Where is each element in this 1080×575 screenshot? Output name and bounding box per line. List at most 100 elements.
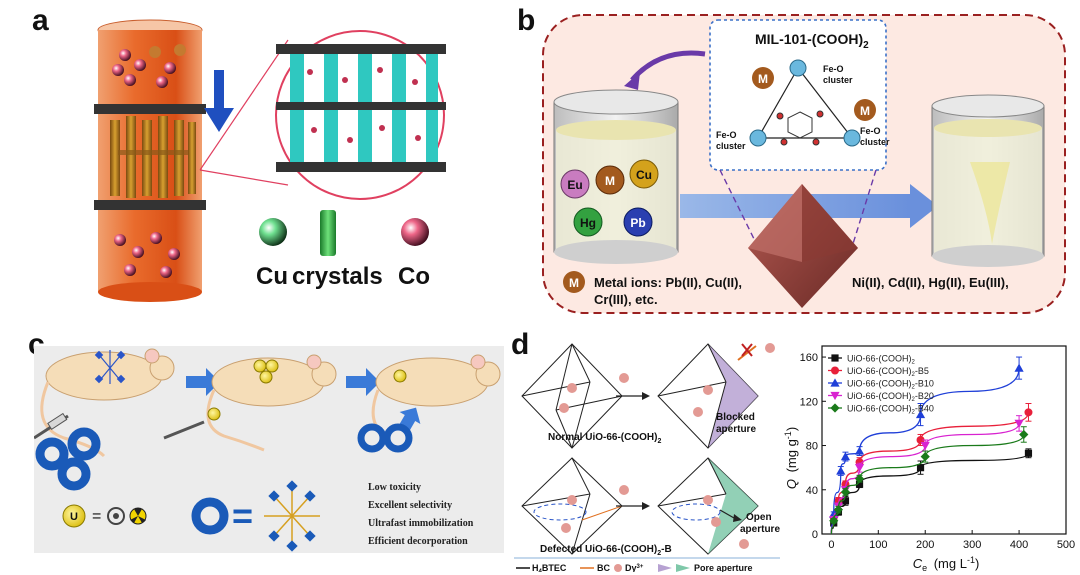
block-cross-icon [741,343,753,357]
feature-item: Excellent selectivity [368,500,452,511]
schematic-legend: H4BTEC BC Dy3+ Pore aperture [516,563,753,572]
svg-text:Pb: Pb [630,216,645,230]
beaker-after [931,94,1045,267]
metal-ion-cu: Cu [629,159,659,189]
carrier-rings [35,427,101,491]
y-axis-label: Q (mg g-1) [783,427,799,489]
panel-label-b: b [517,4,536,37]
feature-item: Ultrafast immobilization [368,518,474,529]
mouse-2 [163,354,337,452]
svg-text:M: M [860,104,870,118]
data-point [855,480,864,488]
plot-frame [821,345,1067,535]
svg-text:Hg: Hg [580,216,596,230]
crystal-cylinder-icon [320,210,336,256]
cu-sphere-icon [259,218,287,246]
legend-co-label: Co [398,263,430,290]
data-point [1014,419,1024,429]
panel-label-d: d [511,328,530,361]
octahedron-blocked [657,343,775,449]
data-point [854,446,865,455]
series-line [830,412,1030,535]
svg-text:Pore aperture: Pore aperture [694,563,753,572]
metal-ion-legend: M Metal ions: Pb(II), Cu(II),Cr(III), et… [563,271,1009,307]
data-point [833,505,844,515]
data-point [840,487,851,497]
chart-legend: UiO-66-(COOH)2UiO-66-(COOH)2-B5UiO-66-(C… [828,354,934,416]
legend-entry: UiO-66-(COOH)2-B20 [847,391,934,403]
legend-marker [830,378,840,387]
mof-title: MIL-101-(COOH)2 [755,31,869,51]
uranium-symbol: U = [62,504,147,528]
svg-text:U: U [70,511,78,523]
panel-a-legend: Cu crystals Co [256,210,430,290]
y-tick-label: 0 [812,529,818,541]
svg-text:Eu: Eu [567,178,582,192]
feature-item: Efficient decorporation [368,536,468,547]
series-group [829,356,1024,535]
svg-text:Cu: Cu [636,168,652,182]
data-point [841,497,850,505]
co-particles-bottom [114,232,180,278]
data-point [1024,449,1033,457]
chart-series [829,356,1033,535]
step-arrow-icon [346,368,380,396]
data-point [1014,363,1024,372]
metal-marker-m: M [854,99,876,121]
x-tick-label: 100 [869,539,887,551]
mouse-1 [40,348,175,458]
legend-entry: UiO-66-(COOH)2-B40 [847,404,934,416]
svg-text:=: = [92,508,101,525]
metal-ion-hg: Hg [573,207,603,237]
svg-text:M: M [569,276,579,290]
flow-down-arrow-icon [204,70,234,132]
legend-marker [830,403,840,413]
legend-marker [830,391,840,401]
svg-text:M: M [605,174,615,188]
x-tick-label: 0 [828,539,834,551]
column-tube [94,19,206,302]
y-tick-label: 120 [800,396,818,408]
data-point [840,451,851,461]
x-tick-label: 300 [963,539,981,551]
panel-b-diagram: Eu M Cu Hg Pb MIL-101-(COOH)2 [542,14,1066,314]
syringe-icon [34,412,69,440]
x-tick-label: 400 [1010,539,1028,551]
svg-text:Dy3+: Dy3+ [625,563,644,572]
co-particles-top [112,44,186,88]
defected-label: Defected UiO-66-(COOH)2-B [540,544,672,557]
legend-entry: UiO-66-(COOH)2-B10 [847,379,934,391]
panel-a-diagram: Cu crystals Co [94,19,446,302]
metal-ion-eu: Eu [560,169,590,199]
data-point [854,464,865,473]
panel-label-a: a [32,4,49,37]
y-tick-label: 80 [806,441,818,453]
zoomed-framework [275,30,446,200]
normal-label: Normal UiO-66-(COOH)2 [548,432,661,445]
legend-marker [831,354,839,362]
svg-text:BC: BC [597,563,610,572]
data-point [920,451,930,462]
legend-entry: UiO-66-(COOH)2-B5 [847,366,929,378]
data-point [1024,408,1033,417]
octahedron-defected [521,457,623,555]
series-group [829,415,1024,535]
octahedron-open [657,457,759,555]
x-axis-label: Ce (mg L-1) [913,555,980,572]
legend-entry: UiO-66-(COOH)2 [847,354,916,366]
biohazard-icon [107,507,125,525]
ring-equals-framework: = [191,480,320,552]
octahedron-normal [521,343,623,449]
metal-marker-m: M [752,67,774,89]
data-point [916,464,925,472]
svg-text:=: = [232,495,253,536]
svg-text:H4BTEC: H4BTEC [532,563,567,572]
y-tick-label: 40 [806,485,818,497]
